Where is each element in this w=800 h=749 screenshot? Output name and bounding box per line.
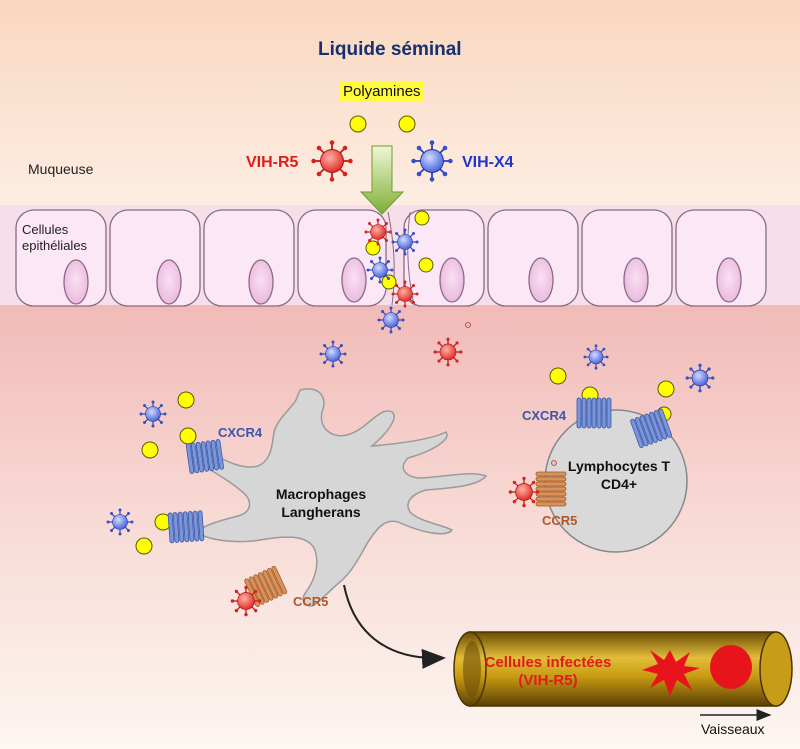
polyamine [179,427,197,445]
cell-nucleus [248,259,274,305]
vih-x4-label: VIH-X4 [462,154,514,171]
seminal-fluid-region [0,0,800,215]
cell-nucleus [63,259,89,305]
vaisseaux-label: Vaisseaux [701,721,765,737]
polyamine [381,274,397,290]
vih-r5-bound-virus [508,476,540,508]
epithelial-cell [487,209,579,307]
vih-r5-legend-virus [310,139,354,183]
polyamine [657,380,675,398]
epithelial-cell [675,209,767,307]
vih-x4-legend-virus [410,139,454,183]
cxcr4-lymphocyte-label: CXCR4 [522,408,567,423]
polyamine [177,391,195,409]
cxcr4-receptor [576,397,612,429]
polyamine [135,537,153,555]
polyamine [549,367,567,385]
polyamine [398,115,416,133]
polyamine [349,115,367,133]
infected-lymphocyte [710,645,752,689]
blood-vessel [453,631,793,707]
cellules-infectees-label: Cellules infectées (VIH-R5) [484,654,612,689]
cell-nucleus [716,257,742,303]
vih-x4-virus [138,399,168,429]
cellules-epitheliales-label: Cellules epithéliales [22,222,88,254]
migration-arrow-icon [343,584,446,669]
vih-r5-virus [432,336,464,368]
cell-nucleus [528,257,554,303]
vih-x4-virus [365,255,395,285]
epithelial-cell [297,209,387,307]
vih-r5-bound-virus [230,585,262,617]
cell-nucleus [156,259,182,305]
vih-r5-label: VIH-R5 [246,154,299,171]
vih-x4-virus [390,227,420,257]
vih-x4-virus [318,339,348,369]
vih-x4-virus [582,343,610,371]
polyamine [141,441,159,459]
muqueuse-label: Muqueuse [28,161,94,177]
vih-r5-virus [390,279,420,309]
epithelial-cell [109,209,201,307]
cxcr4-macrophage-label: CXCR4 [218,425,263,440]
polyamine [414,210,430,226]
polyamines-label: Polyamines [340,82,424,101]
vih-r5-virus [363,217,393,247]
vih-x4-virus [105,507,135,537]
polyamine [365,240,381,256]
polyamine [418,257,434,273]
epithelial-layer [15,209,767,307]
epithelial-cell [581,209,673,307]
diagram-title: Liquide séminal [318,39,462,60]
epithelial-cell [203,209,295,307]
macrophages-label: Macrophages Langherans [275,486,367,520]
cell-nucleus [439,257,465,303]
cxcr4-receptor [185,438,225,475]
cell-nucleus [623,257,649,303]
lymphocytes-label: Lymphocytes T CD4+ [567,458,671,492]
ccr5-macrophage-label: CCR5 [293,594,329,609]
vih-x4-virus [376,305,406,335]
ccr5-lymphocyte-label: CCR5 [542,513,578,528]
vih-x4-virus [684,362,716,394]
flow-arrow-icon [359,145,405,215]
cell-nucleus [341,257,367,303]
